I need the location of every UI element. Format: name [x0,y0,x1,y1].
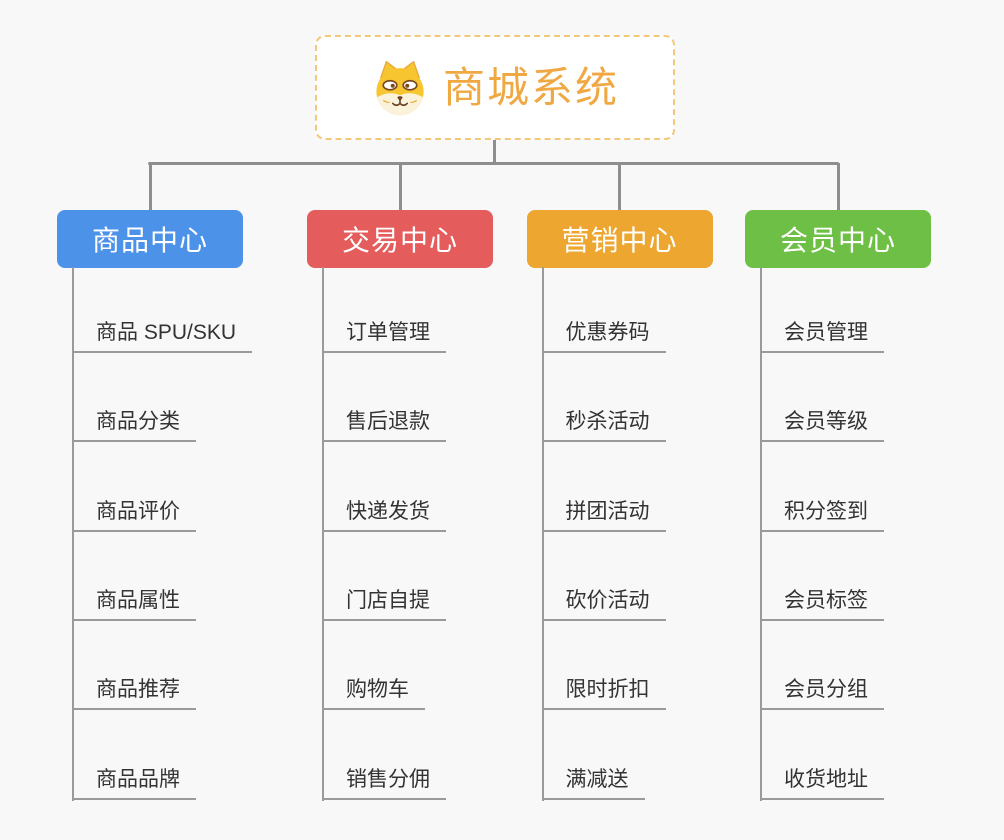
branch-drop-line [398,163,402,210]
leaf-label: 满减送 [565,768,629,791]
branch-node-2[interactable]: 交易中心 [307,210,493,268]
branch-beam-line [148,162,839,165]
leaf-label: 商品推荐 [96,678,180,701]
column-connector-line [322,267,324,801]
leaf-node[interactable]: 售后退款 [322,402,446,442]
leaf-node[interactable]: 商品属性 [72,581,196,621]
branch-drop-line [836,163,840,210]
leaf-label: 拼团活动 [565,500,650,523]
leaf-label: 门店自提 [346,589,430,612]
leaf-node[interactable]: 满减送 [541,760,645,800]
leaf-node[interactable]: 会员标签 [760,581,884,621]
leaf-node[interactable]: 拼团活动 [541,492,666,532]
leaf-label: 会员标签 [784,589,868,612]
branch-node-4[interactable]: 会员中心 [745,210,931,268]
branch-label: 营销中心 [561,225,678,256]
leaf-label: 优惠券码 [565,321,650,344]
branch-drop-line [148,163,152,210]
root-connector-line [493,140,496,164]
branch-label: 会员中心 [779,225,896,256]
leaf-node[interactable]: 限时折扣 [541,670,666,710]
leaf-node[interactable]: 会员管理 [760,313,884,353]
leaf-node[interactable]: 商品品牌 [72,760,196,800]
leaf-node[interactable]: 收货地址 [760,760,884,800]
root-title: 商城系统 [442,63,619,111]
column-connector-line [72,267,74,801]
leaf-label: 销售分佣 [346,768,430,791]
branch-node-3[interactable]: 营销中心 [526,210,713,268]
leaf-node[interactable]: 购物车 [322,670,425,710]
leaf-node[interactable]: 砍价活动 [541,581,666,621]
leaf-label: 商品评价 [96,500,180,523]
leaf-node[interactable]: 会员等级 [760,402,884,442]
leaf-label: 限时折扣 [565,678,650,701]
leaf-node[interactable]: 销售分佣 [322,760,446,800]
leaf-node[interactable]: 商品推荐 [72,670,196,710]
leaf-node[interactable]: 商品 SPU/SKU [72,313,253,353]
leaf-node[interactable]: 优惠券码 [541,313,666,353]
leaf-label: 会员管理 [784,321,868,344]
leaf-node[interactable]: 积分签到 [760,492,884,532]
leaf-label: 砍价活动 [565,589,650,612]
column-connector-line [760,267,762,801]
leaf-node[interactable]: 会员分组 [760,670,884,710]
leaf-label: 收货地址 [784,768,868,791]
leaf-node[interactable]: 秒杀活动 [541,402,666,442]
leaf-node[interactable]: 门店自提 [322,581,446,621]
leaf-label: 购物车 [346,678,409,701]
leaf-label: 秒杀活动 [565,410,650,433]
leaf-node[interactable]: 快递发货 [322,492,446,532]
dog-face-icon [376,60,424,115]
leaf-node[interactable]: 商品分类 [72,402,196,442]
leaf-label: 商品属性 [96,589,180,612]
leaf-node[interactable]: 商品评价 [72,492,196,532]
leaf-label: 积分签到 [784,500,868,523]
leaf-label: 商品分类 [96,410,180,433]
branch-label: 商品中心 [91,225,208,256]
leaf-label: 会员分组 [784,678,868,701]
branch-node-1[interactable]: 商品中心 [57,210,243,268]
column-connector-line [541,267,544,801]
leaf-label: 商品品牌 [96,768,180,791]
root-node[interactable]: 商城系统 [315,35,675,140]
leaf-label: 会员等级 [784,410,868,433]
branch-label: 交易中心 [341,225,458,256]
leaf-label: 商品 SPU/SKU [96,321,237,344]
leaf-label: 售后退款 [346,410,430,433]
leaf-node[interactable]: 订单管理 [322,313,446,353]
leaf-label: 快递发货 [346,500,430,523]
branch-drop-line [618,163,621,210]
leaf-label: 订单管理 [346,321,430,344]
